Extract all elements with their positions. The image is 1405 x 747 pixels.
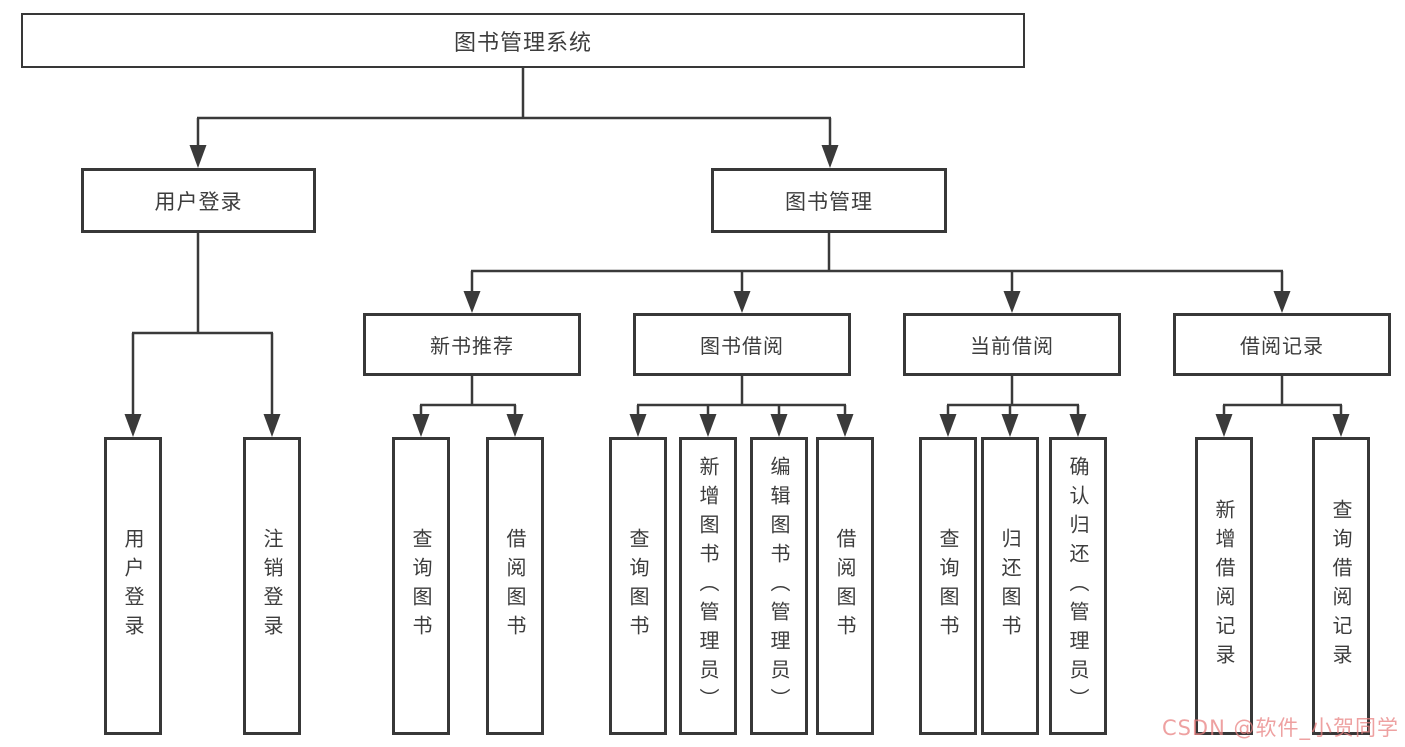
leaf-borrow-books-borrowing: 借阅图书 bbox=[816, 437, 874, 735]
leaf-logout: 注销登录 bbox=[243, 437, 301, 735]
leaf-add-books-admin: 新增图书（管理员） bbox=[679, 437, 737, 735]
leaf-edit-books-admin-label: 编辑图书（管理员） bbox=[767, 455, 791, 717]
leaf-return-books: 归还图书 bbox=[981, 437, 1039, 735]
node-root-label: 图书管理系统 bbox=[453, 30, 592, 56]
leaf-confirm-return-admin: 确认归还（管理员） bbox=[1049, 437, 1107, 735]
csdn-watermark: CSDN @软件_小贺同学 bbox=[1161, 716, 1399, 740]
leaf-query-books-borrowing: 查询图书 bbox=[609, 437, 667, 735]
leaf-query-books-borrowing-label: 查询图书 bbox=[626, 528, 650, 644]
node-borrowing-records-label: 借阅记录 bbox=[1240, 334, 1324, 358]
node-user-login: 用户登录 bbox=[81, 168, 316, 233]
node-borrowing-records: 借阅记录 bbox=[1173, 313, 1391, 376]
node-book-management: 图书管理 bbox=[711, 168, 947, 233]
node-new-book-recommend: 新书推荐 bbox=[363, 313, 581, 376]
leaf-query-books-current-label: 查询图书 bbox=[936, 528, 960, 644]
leaf-query-books-recommend-label: 查询图书 bbox=[409, 528, 433, 644]
leaf-return-books-label: 归还图书 bbox=[998, 528, 1022, 644]
leaf-user-login: 用户登录 bbox=[104, 437, 162, 735]
node-book-borrowing-label: 图书借阅 bbox=[700, 334, 784, 358]
leaf-borrow-books-recommend: 借阅图书 bbox=[486, 437, 544, 735]
leaf-edit-books-admin: 编辑图书（管理员） bbox=[750, 437, 808, 735]
leaf-add-borrow-record-label: 新增借阅记录 bbox=[1212, 499, 1236, 673]
node-book-management-label: 图书管理 bbox=[785, 189, 873, 214]
leaf-logout-label: 注销登录 bbox=[260, 528, 284, 644]
leaf-add-borrow-record: 新增借阅记录 bbox=[1195, 437, 1253, 735]
leaf-query-borrow-record: 查询借阅记录 bbox=[1312, 437, 1370, 735]
node-book-borrowing: 图书借阅 bbox=[633, 313, 851, 376]
leaf-confirm-return-admin-label: 确认归还（管理员） bbox=[1066, 455, 1090, 717]
node-user-login-label: 用户登录 bbox=[154, 189, 243, 214]
leaf-user-login-label: 用户登录 bbox=[121, 528, 145, 644]
node-new-book-recommend-label: 新书推荐 bbox=[430, 334, 514, 358]
node-root-library-system: 图书管理系统 bbox=[21, 13, 1025, 68]
leaf-borrow-books-borrowing-label: 借阅图书 bbox=[833, 528, 857, 644]
leaf-query-borrow-record-label: 查询借阅记录 bbox=[1329, 499, 1353, 673]
node-current-borrowing-label: 当前借阅 bbox=[970, 334, 1054, 358]
node-current-borrowing: 当前借阅 bbox=[903, 313, 1121, 376]
leaf-borrow-books-recommend-label: 借阅图书 bbox=[503, 528, 527, 644]
leaf-add-books-admin-label: 新增图书（管理员） bbox=[696, 455, 720, 717]
leaf-query-books-recommend: 查询图书 bbox=[392, 437, 450, 735]
leaf-query-books-current: 查询图书 bbox=[919, 437, 977, 735]
